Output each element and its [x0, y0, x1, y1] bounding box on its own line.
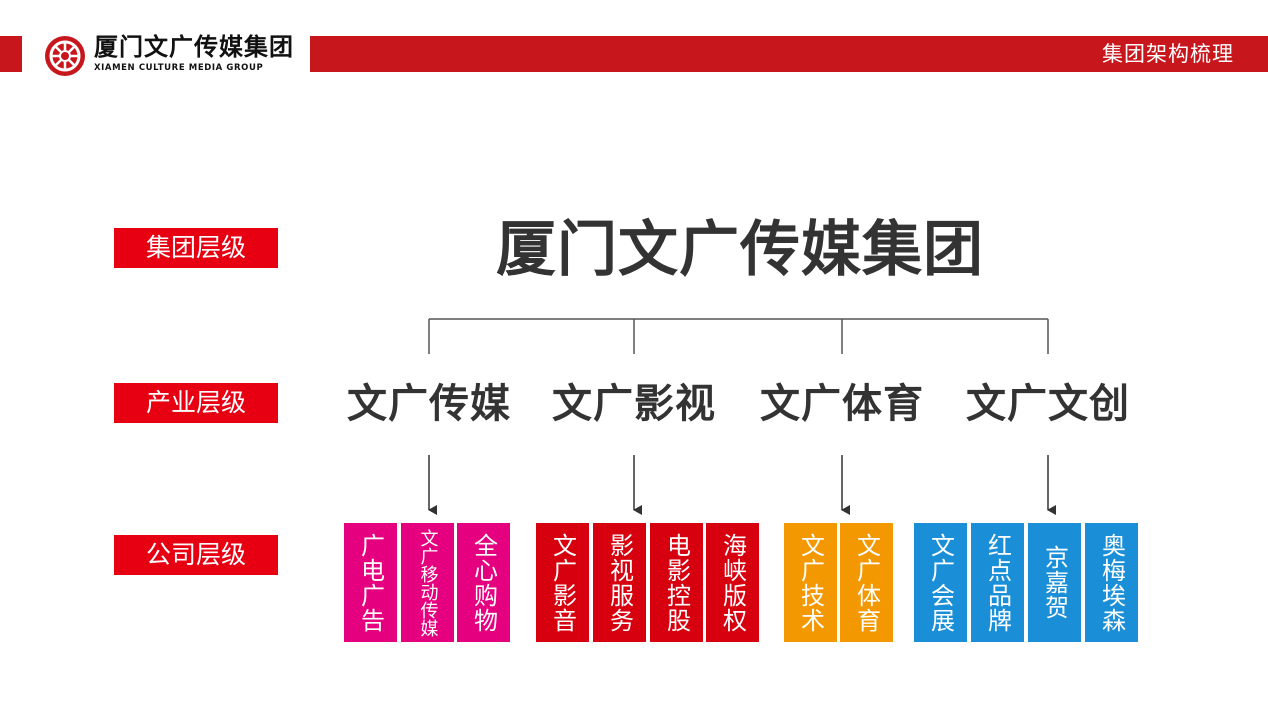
company-box: 文广移动传媒: [401, 523, 454, 642]
company-name: 文广技术: [796, 532, 825, 633]
header-accent-block: [0, 36, 22, 72]
industry-creative: 文广文创: [966, 381, 1130, 427]
company-box: 京嘉贺: [1028, 523, 1081, 642]
company-box: 文广会展: [914, 523, 967, 642]
group-logo-icon: [45, 36, 85, 76]
logo-english-name: XIAMEN CULTURE MEDIA GROUP: [94, 63, 264, 73]
company-name: 海峡版权: [718, 532, 747, 633]
logo-chinese-name: 厦门文广传媒集团: [94, 33, 294, 61]
industry-film: 文广影视: [552, 381, 716, 427]
group-name: 厦门文广传媒集团: [496, 215, 984, 285]
company-name: 影视服务: [605, 532, 634, 633]
industry-sports: 文广体育: [760, 381, 924, 427]
company-name: 电影控股: [662, 532, 691, 633]
section-title: 集团架构梳理: [1102, 42, 1234, 66]
company-box: 影视服务: [593, 523, 646, 642]
company-name: 红点品牌: [983, 532, 1012, 633]
company-name: 奥梅埃森: [1097, 532, 1126, 633]
level-label-company: 公司层级: [114, 535, 278, 575]
company-name: 全心购物: [469, 532, 498, 633]
company-box: 广电广告: [344, 523, 397, 642]
company-name: 文广移动传媒: [417, 528, 439, 637]
company-box: 奥梅埃森: [1085, 523, 1138, 642]
company-box: 文广影音: [536, 523, 589, 642]
level-label-group: 集团层级: [114, 228, 278, 268]
company-name: 文广影音: [548, 532, 577, 633]
company-box: 电影控股: [650, 523, 703, 642]
company-box: 文广技术: [784, 523, 837, 642]
company-name: 广电广告: [356, 532, 385, 633]
company-box: 红点品牌: [971, 523, 1024, 642]
company-name: 文广会展: [926, 532, 955, 633]
company-box: 文广体育: [840, 523, 893, 642]
header-bar: [310, 36, 1268, 72]
company-name: 文广体育: [852, 532, 881, 633]
company-box: 海峡版权: [706, 523, 759, 642]
level-label-industry: 产业层级: [114, 383, 278, 423]
company-box: 全心购物: [457, 523, 510, 642]
company-name: 京嘉贺: [1040, 545, 1069, 620]
industry-media: 文广传媒: [347, 381, 511, 427]
